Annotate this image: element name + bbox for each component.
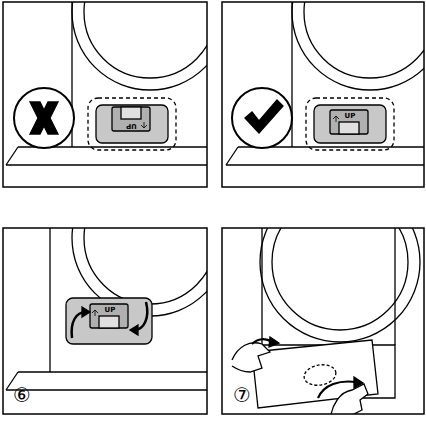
flap-label: UP — [105, 307, 116, 314]
panel-correct — [226, 2, 424, 165]
panel-step-6 — [6, 228, 207, 390]
flap-label-upside-down: UP — [126, 122, 137, 129]
step-number: ⑥ — [13, 385, 31, 405]
panel-step-7 — [232, 228, 420, 414]
panel-wrong — [6, 2, 207, 165]
flap-label: UP — [345, 113, 356, 120]
step-number: ⑦ — [233, 385, 251, 405]
